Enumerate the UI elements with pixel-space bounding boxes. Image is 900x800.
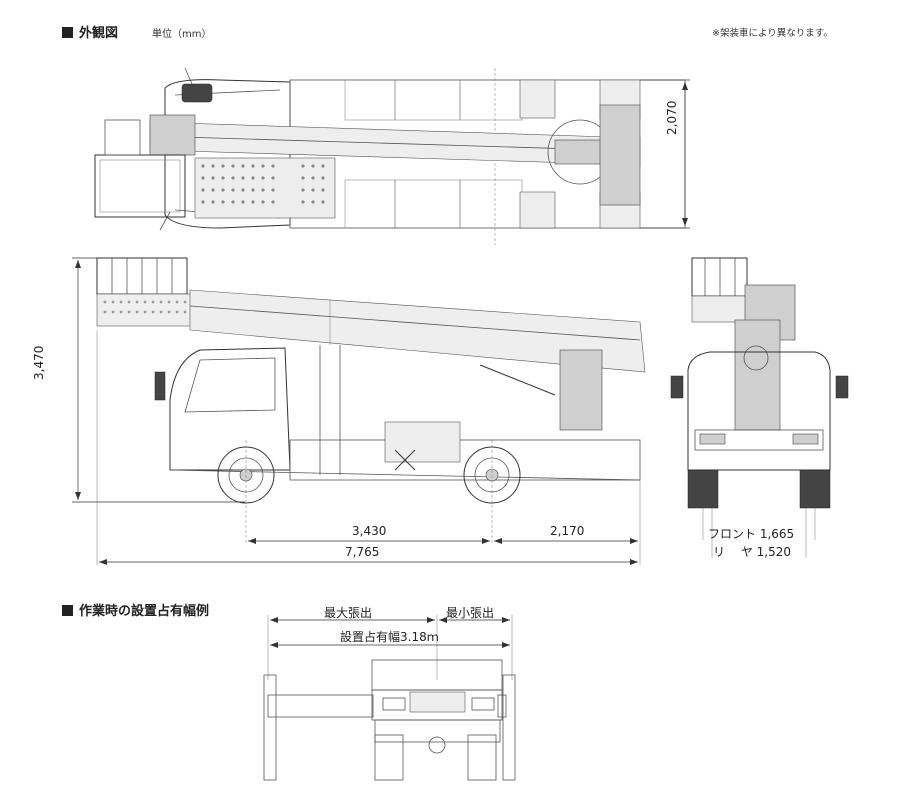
vehicle-note: ※架装車により異なります。 (712, 28, 833, 39)
exterior-title-text: 外観図 (79, 26, 119, 41)
dim-height: 3,470 (32, 345, 46, 380)
label-occupied-width: 設置占有幅3.18ｍ (340, 630, 439, 644)
dim-overall-length: 7,765 (345, 545, 380, 559)
dim-rear-track: リ ヤ 1,520 (713, 545, 791, 559)
dim-rear-overhang: 2,170 (550, 524, 585, 538)
label-max-extension: 最大張出 (324, 606, 373, 620)
dim-width-top: 2,070 (665, 100, 679, 135)
footprint-title-text: 作業時の設置占有幅例 (79, 604, 210, 619)
exterior-title: 外観図 (62, 22, 118, 41)
square-bullet-icon (62, 27, 73, 38)
side-view-drawing (72, 257, 646, 565)
dim-wheelbase: 3,430 (352, 524, 387, 538)
footprint-title: 作業時の設置占有幅例 (62, 600, 209, 619)
front-view-drawing (670, 257, 849, 558)
unit-label: 単位（mm） (152, 29, 212, 40)
top-view-drawing (94, 67, 690, 245)
label-min-extension: 最小張出 (446, 606, 495, 620)
square-bullet-icon (62, 605, 73, 616)
footprint-drawing (263, 615, 516, 781)
dim-front-track: フロント 1,665 (708, 527, 795, 541)
